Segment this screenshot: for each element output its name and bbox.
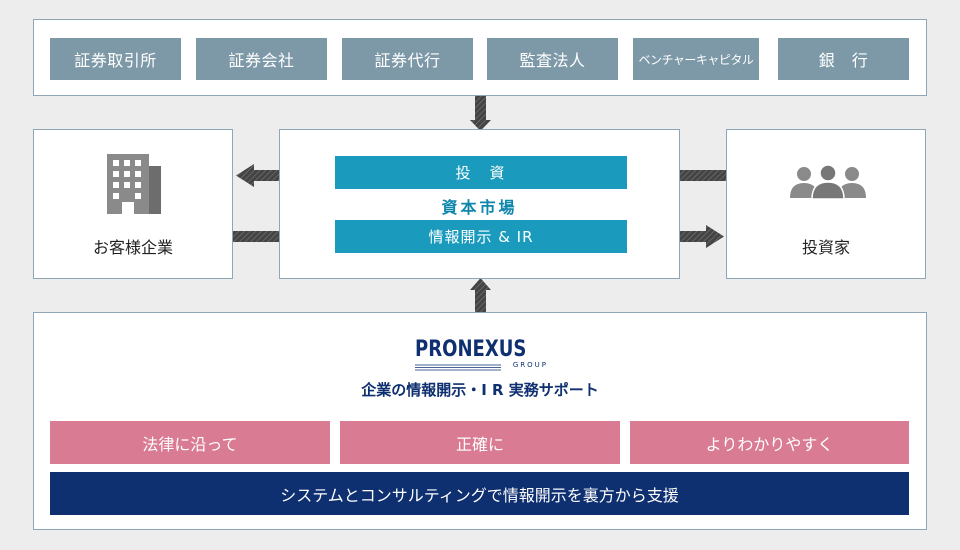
- capital-market-label: 資本市場: [441, 198, 518, 217]
- building-icon: [107, 154, 161, 214]
- logo-group-text: GROUP: [512, 361, 548, 369]
- support-footer-bar: システムとコンサルティングで情報開示を裏方から支援: [50, 472, 909, 515]
- investor-label: 投資家: [801, 238, 850, 257]
- institution-securities-company: 証券会社: [196, 38, 327, 80]
- logo-stripes: [415, 364, 501, 371]
- value-legal: 法律に沿って: [50, 421, 330, 464]
- value-accurate: 正確に: [340, 421, 620, 464]
- institution-bank: 銀 行: [778, 38, 909, 80]
- people-icon: [790, 164, 866, 200]
- institution-stock-exchange: 証券取引所: [50, 38, 181, 80]
- support-tagline: 企業の情報開示・I R 実務サポート: [361, 381, 599, 399]
- client-panel: お客様企業: [33, 129, 233, 279]
- value-clear: よりわかりやすく: [630, 421, 909, 464]
- institution-transfer-agent: 証券代行: [342, 38, 473, 80]
- investment-bar: 投 資: [335, 156, 627, 189]
- arrow-up-support: [470, 278, 491, 313]
- institutions-panel: 証券取引所 証券会社 証券代行 監査法人 ベンチャーキャピタル 銀 行: [33, 19, 927, 96]
- investor-panel: 投資家: [726, 129, 926, 279]
- institution-audit-firm: 監査法人: [487, 38, 618, 80]
- institution-venture-capital: ベンチャーキャピタル: [633, 38, 759, 80]
- client-label: お客様企業: [92, 238, 173, 257]
- capital-market-panel: 投 資 資本市場 情報開示 & IR: [279, 129, 680, 279]
- pronexus-support-panel: PRONEXUS GROUP 企業の情報開示・I R 実務サポート 法律に沿って…: [33, 312, 927, 530]
- disclosure-bar: 情報開示 & IR: [335, 220, 627, 253]
- pronexus-logo: PRONEXUS GROUP: [415, 337, 550, 375]
- arrow-down-institutions: [470, 96, 491, 131]
- logo-wordmark: PRONEXUS: [415, 337, 527, 362]
